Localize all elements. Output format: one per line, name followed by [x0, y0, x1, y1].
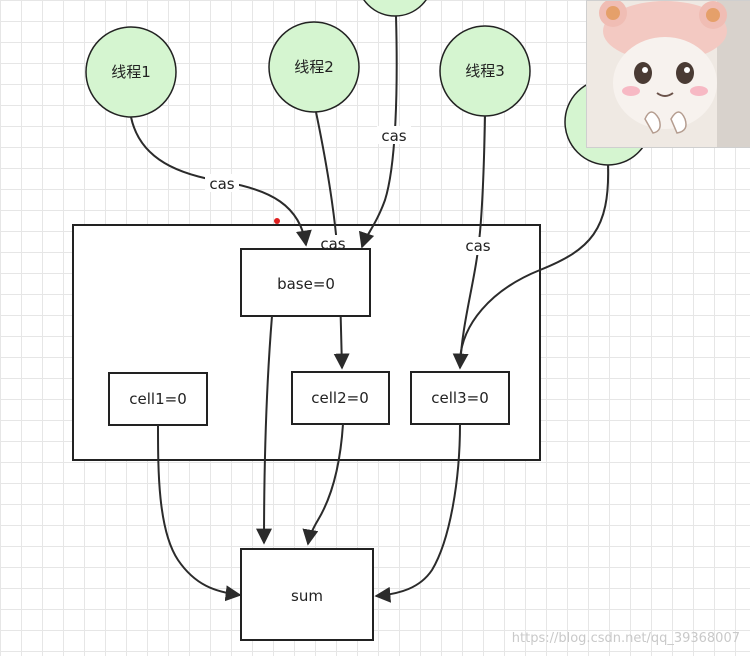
thread-node-3: 线程3 — [439, 25, 531, 117]
thread-label-1: 线程1 — [111, 63, 151, 81]
thread-node-1: 线程1 — [85, 26, 177, 118]
edge-right-to-cell3 — [459, 164, 610, 361]
thread-node-2: 线程2 — [268, 21, 360, 113]
base-label: base=0 — [277, 275, 335, 293]
thread-node-partial-top — [363, 0, 427, 17]
base-box: base=0 — [240, 248, 371, 317]
cat-sticker-icon — [587, 1, 750, 147]
cell-label-3: cell3=0 — [431, 389, 488, 407]
cell-box-3: cell3=0 — [410, 371, 510, 425]
edge-label-thread3: cas — [465, 237, 490, 255]
sum-box: sum — [240, 548, 374, 641]
edge-base-to-sum — [256, 315, 273, 545]
thread-label-3: 线程3 — [465, 62, 505, 80]
watermark: https://blog.csdn.net/qq_39368007 — [511, 631, 740, 646]
sum-label: sum — [291, 587, 323, 605]
edge-cell2-to-sum — [302, 423, 344, 546]
edge-label-top: cas — [381, 127, 406, 145]
edge-cell3-to-sum — [374, 423, 461, 603]
cat-sticker-image — [586, 0, 750, 148]
thread-label-2: 线程2 — [294, 58, 334, 76]
cursor-dot — [274, 218, 280, 224]
edge-label-thread1: cas — [209, 175, 234, 193]
cell-label-1: cell1=0 — [129, 390, 186, 408]
edge-cell1-to-sum — [157, 424, 242, 602]
edge-thread3-to-cell3 — [452, 115, 486, 370]
cell-label-2: cell2=0 — [311, 389, 368, 407]
edge-top-to-base — [358, 15, 398, 249]
cell-box-1: cell1=0 — [108, 372, 208, 426]
cell-box-2: cell2=0 — [291, 371, 390, 425]
